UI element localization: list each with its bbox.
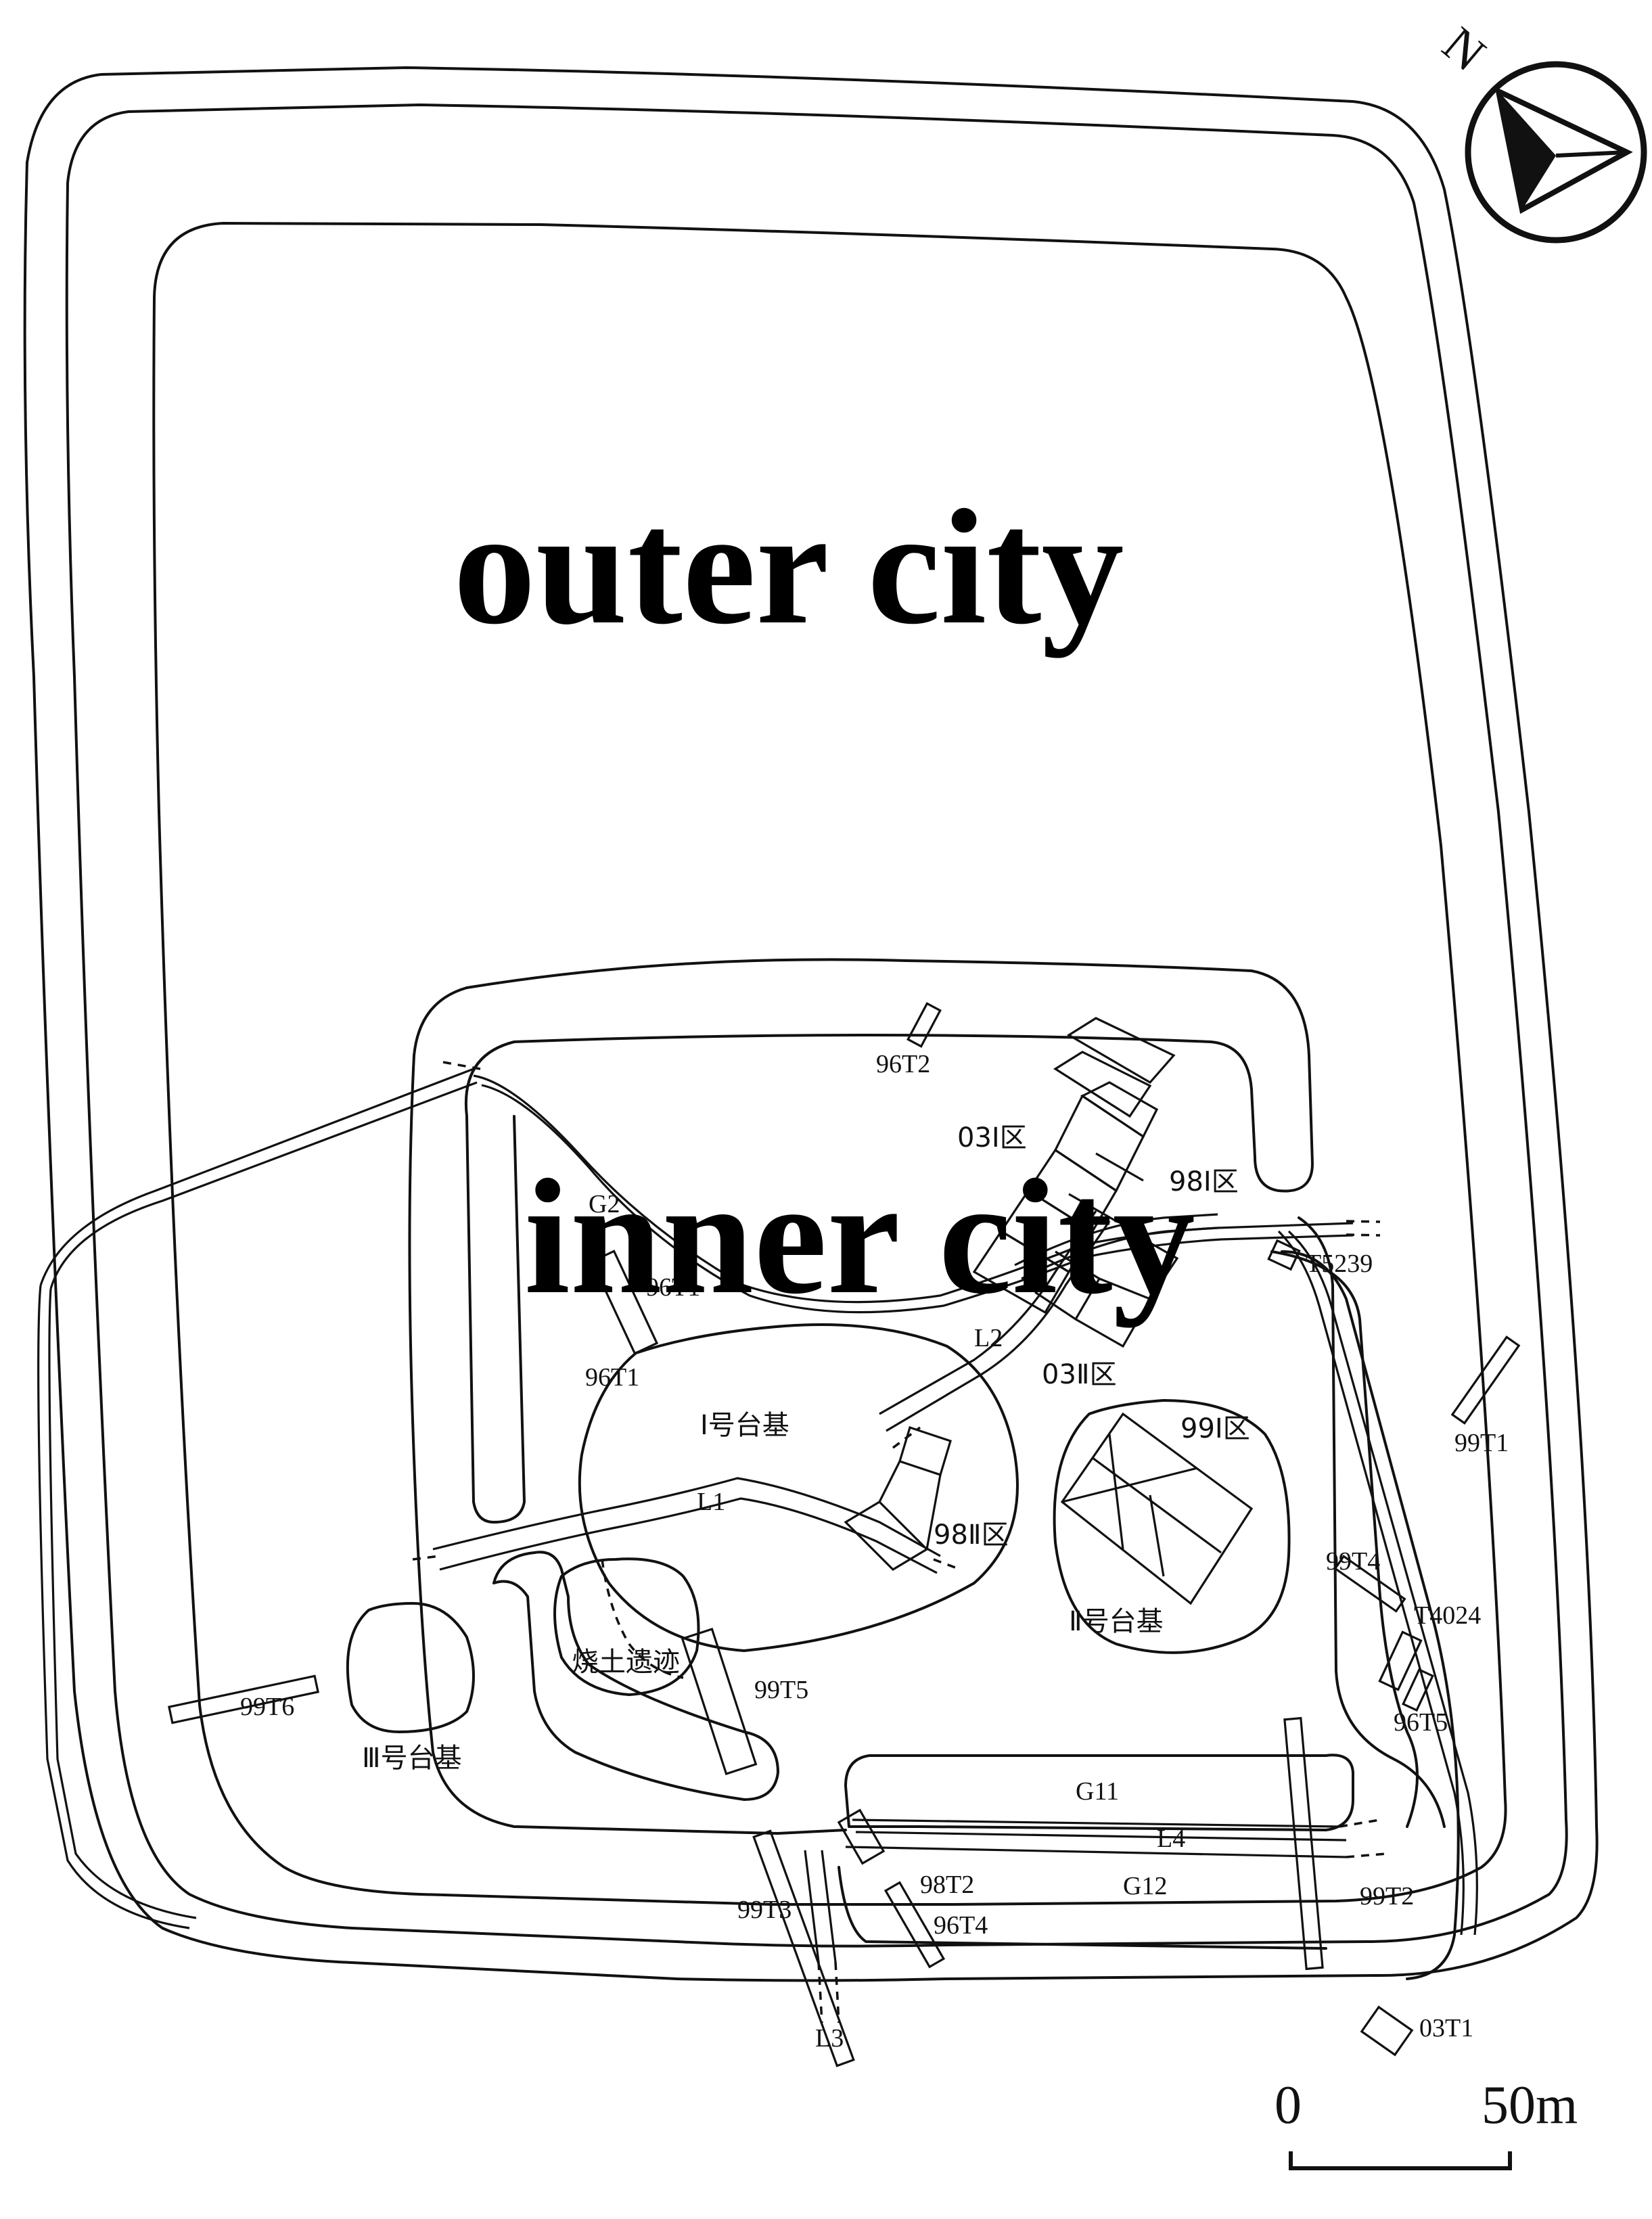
inner-wall-south-east-block <box>844 1754 1354 1831</box>
trench-grid-03 <box>972 1017 1179 1348</box>
scale-end-label: 50m <box>1482 2076 1578 2135</box>
road-east-double <box>1277 1230 1478 1936</box>
trench-grid-99-i <box>1060 1412 1254 1605</box>
label-99t4: 99T4 <box>1326 1547 1380 1576</box>
trench-t5239 <box>1267 1239 1301 1271</box>
label-zone-03-ii: 03Ⅱ区 <box>1042 1359 1117 1390</box>
label-burnt-soil: 烧土遗迹 <box>572 1647 680 1678</box>
inner-wall-east-line <box>1298 1216 1446 1828</box>
compass-circle <box>1465 61 1647 244</box>
trench-98t2 <box>837 1808 886 1865</box>
label-96t4: 96T4 <box>934 1911 988 1940</box>
compass-pointer-midline <box>1555 150 1628 158</box>
label-96t2: 96T2 <box>876 1050 930 1078</box>
label-l2: L2 <box>974 1324 1003 1352</box>
trench-96t2 <box>907 1002 942 1048</box>
trench-99t2 <box>1283 1716 1324 1971</box>
map-labels: 96T2 03Ⅰ区 98Ⅰ区 G2 96T1 96T1 L2 03Ⅱ区 T523… <box>240 1050 1509 2053</box>
label-platform-3: Ⅲ号台基 <box>362 1743 462 1774</box>
outer-city-label: outer city <box>453 476 1124 658</box>
north-letter: N <box>1432 16 1496 82</box>
label-zone-98-i: 98Ⅰ区 <box>1169 1166 1239 1197</box>
trench-t4024 <box>1378 1630 1423 1691</box>
trench-99t4 <box>1333 1555 1406 1613</box>
platform-3-outline <box>346 1602 475 1733</box>
label-03t1: 03T1 <box>1419 2014 1473 2042</box>
outer-wall-ring-1 <box>23 66 1599 1982</box>
label-99t6: 99T6 <box>240 1693 294 1721</box>
label-l3: L3 <box>815 2024 844 2053</box>
inner-city-wall <box>408 958 1460 1980</box>
label-99t5: 99T5 <box>754 1676 808 1704</box>
label-g2: G2 <box>589 1190 620 1218</box>
trench-99t1 <box>1450 1335 1521 1425</box>
label-platform-2: Ⅱ号台基 <box>1069 1606 1164 1637</box>
road-l1 <box>412 1477 961 1574</box>
trenches <box>168 1002 1521 2067</box>
trench-99t3 <box>752 1829 855 2067</box>
label-zone-03-i: 03Ⅰ区 <box>957 1122 1027 1153</box>
scale-start-label: 0 <box>1275 2076 1302 2135</box>
scale-bar-line <box>1289 2151 1512 2170</box>
inner-wall-south-segment <box>492 1551 779 1801</box>
outer-city-wall <box>23 66 1599 1982</box>
label-99t1: 99T1 <box>1454 1429 1509 1457</box>
trench-96t1 <box>590 1250 659 1355</box>
label-l1: L1 <box>697 1488 725 1516</box>
inner-wall-outer-line <box>408 986 847 1835</box>
label-g11: G11 <box>1076 1777 1119 1806</box>
road-l3 <box>804 1850 840 2023</box>
label-98t2: 98T2 <box>920 1871 974 1899</box>
label-platform-1: Ⅰ号台基 <box>700 1410 789 1441</box>
road-l2-and-west-road <box>37 1061 1111 1929</box>
trench-99t5 <box>681 1628 758 1775</box>
road-l4 <box>845 1818 1387 1858</box>
inner-wall-east-outer <box>1270 1250 1419 1828</box>
trench-03t1 <box>1360 2005 1414 2057</box>
outer-wall-ring-2 <box>65 104 1568 1948</box>
label-g12: G12 <box>1123 1872 1167 1900</box>
label-96t5: 96T5 <box>1394 1708 1448 1737</box>
trench-96t4 <box>884 1881 946 1969</box>
inner-wall-outer-line-top <box>464 958 1314 1524</box>
label-zone-98-ii: 98Ⅱ区 <box>934 1519 1009 1551</box>
trench-grid-98-ii <box>844 1425 952 1572</box>
trench-99t6 <box>168 1674 319 1724</box>
label-99t2: 99T2 <box>1360 1882 1414 1911</box>
label-l4: L4 <box>1157 1825 1185 1853</box>
label-99t3: 99T3 <box>737 1896 791 1924</box>
inner-wall-south-line <box>838 1866 1327 1950</box>
label-96t1-upper: 96T1 <box>646 1273 700 1302</box>
label-t4024: T4024 <box>1414 1601 1481 1630</box>
platform-2-outline <box>1053 1399 1291 1654</box>
compass-pointer-shade <box>1498 91 1556 210</box>
north-arrow-icon: N <box>1432 16 1647 244</box>
trench-96t5 <box>1402 1668 1434 1712</box>
burnt-soil-outline <box>553 1557 700 1696</box>
label-t5239: T5239 <box>1306 1250 1373 1278</box>
outer-wall-ring-3 <box>152 222 1507 1906</box>
platform-1-outline <box>578 1323 1019 1652</box>
road-network-center <box>473 1074 1381 1314</box>
inner-city-label: inner city <box>524 1145 1195 1328</box>
inner-wall-east-outer-2 <box>1281 1250 1460 1980</box>
label-96t1-lower: 96T1 <box>585 1363 639 1392</box>
label-zone-99-i: 99Ⅰ区 <box>1180 1413 1250 1444</box>
scale-bar: 0 50m <box>1275 2076 1578 2170</box>
